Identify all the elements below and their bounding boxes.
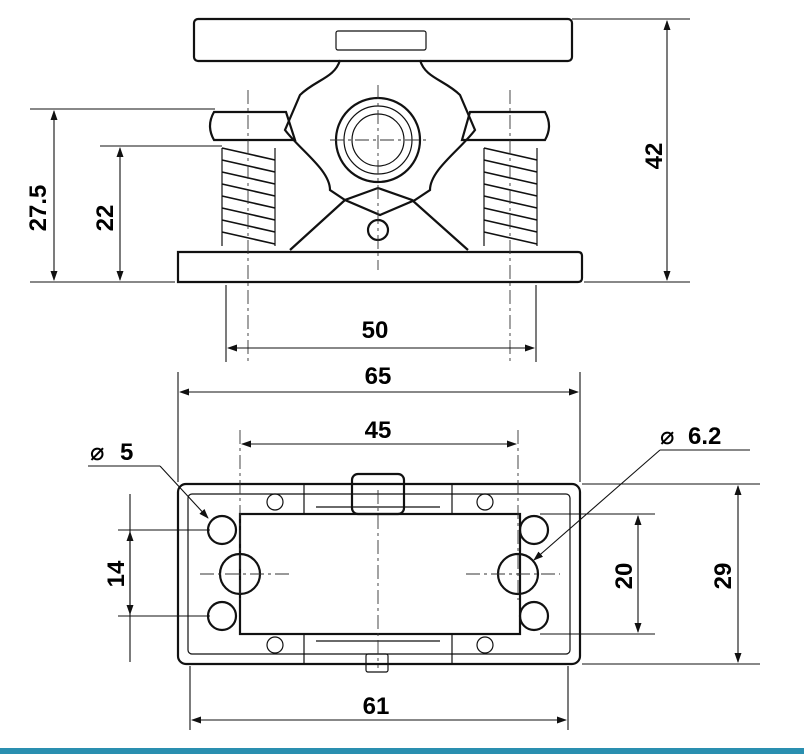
hole-small-tl — [206, 514, 238, 546]
front-view: 27.5 22 42 50 — [25, 17, 690, 365]
dim-large-hole-dia: 6.2 — [688, 423, 721, 450]
left-spring-cap — [208, 110, 297, 142]
dim-base-width: 61 — [363, 693, 390, 720]
dim-large-hole-pitch: 20 — [611, 563, 638, 590]
handle-bar — [192, 17, 574, 63]
dim-base-depth: 29 — [710, 563, 737, 590]
diameter-symbol-small: ⌀ — [90, 439, 104, 466]
cam-stem-bottom — [365, 653, 389, 673]
right-spring — [483, 147, 538, 246]
dim-overall-height: 42 — [641, 143, 668, 170]
hole-small-tr — [518, 514, 550, 546]
base-outline — [176, 482, 582, 666]
diameter-symbol-large: ⌀ — [660, 423, 674, 450]
handle-slot — [335, 30, 427, 51]
dim-hole-spacing: 45 — [365, 417, 392, 444]
dim-small-hole-dia: 5 — [120, 439, 133, 466]
accent-bar — [0, 748, 804, 754]
dim-spring-spacing: 50 — [362, 317, 389, 344]
dim-base-to-top-height: 27.5 — [25, 185, 52, 232]
left-spring — [221, 147, 276, 246]
base-plate — [176, 250, 584, 284]
right-spring-cap — [460, 110, 551, 142]
dim-spring-height: 22 — [92, 205, 119, 232]
hole-small-br — [518, 600, 550, 632]
top-view: 65 45 61 ⌀ 5 ⌀ 6.2 14 20 29 — [88, 363, 760, 730]
cam-body — [283, 59, 477, 217]
hole-small-bl — [206, 600, 238, 632]
dim-overall-width: 65 — [365, 363, 392, 390]
dim-small-hole-pitch: 14 — [103, 560, 130, 587]
cam-cylinder-top — [350, 472, 406, 516]
